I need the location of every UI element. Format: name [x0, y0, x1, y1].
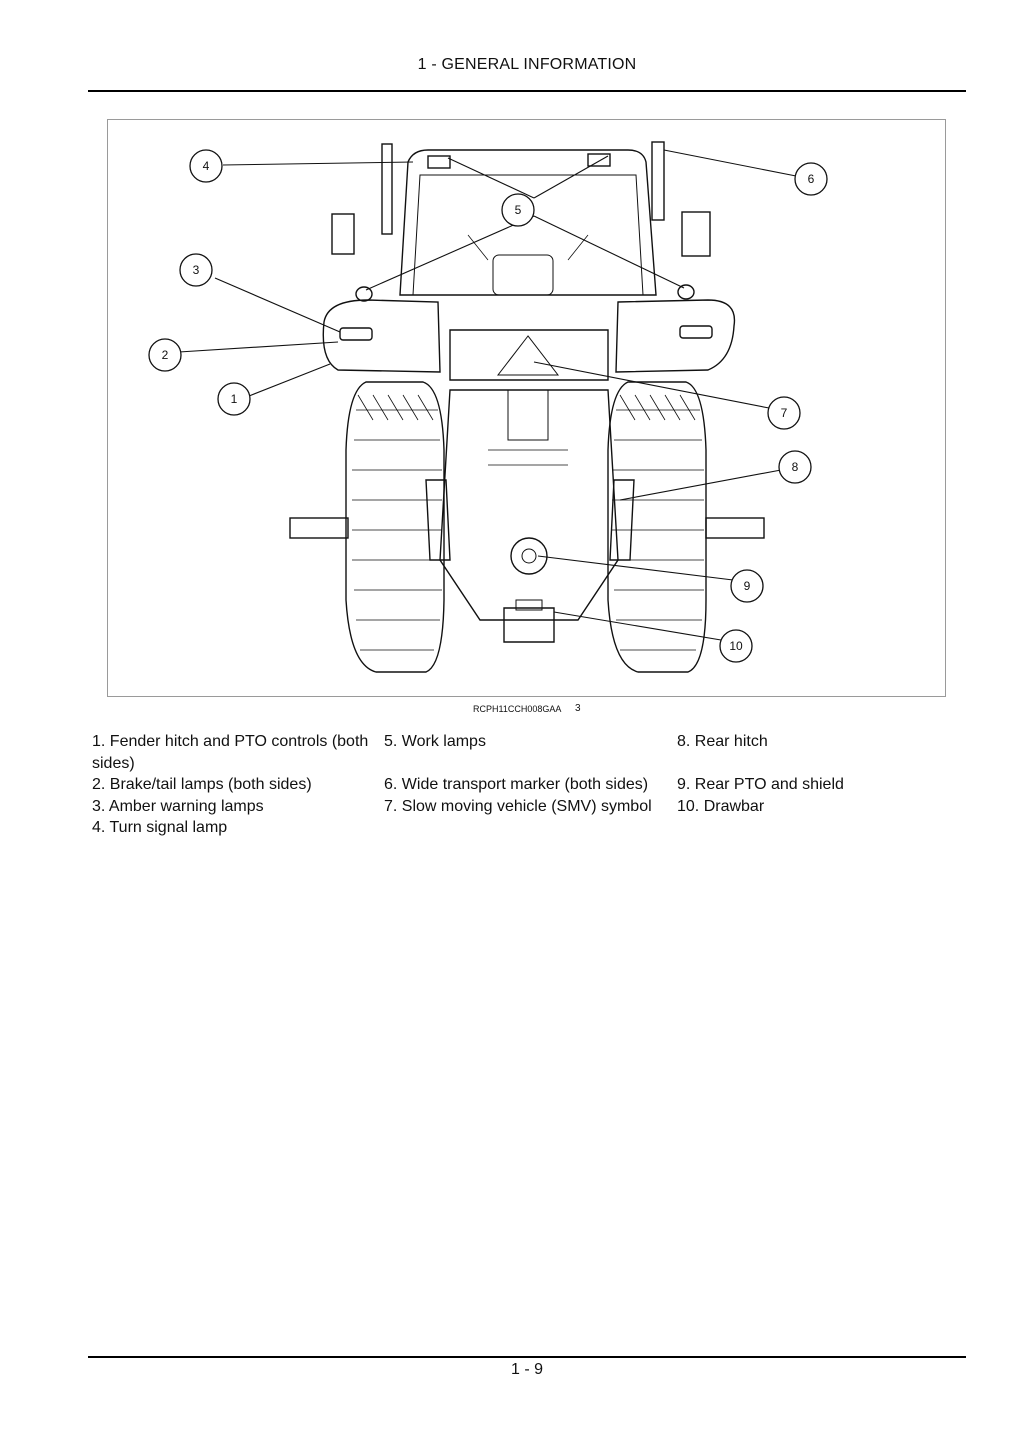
right-mirror — [681, 211, 711, 257]
figure-number: 3 — [575, 703, 581, 714]
callout-4-label: 4 — [203, 159, 210, 173]
cab — [399, 149, 657, 296]
legend-column-2: 5. Work lamps 6. Wide transport marker (… — [384, 731, 684, 817]
callout-5-icon — [501, 193, 535, 227]
callout-5-label: 5 — [515, 203, 522, 217]
legend-item-5: 5. Work lamps — [384, 733, 486, 750]
legend-item-3: 3. Amber warning lamps — [92, 797, 264, 815]
callout-1-label: 1 — [231, 392, 238, 406]
callout-2-label: 2 — [162, 348, 169, 362]
tractor-illustration: 1 2 3 4 5 6 7 8 9 10 — [148, 141, 828, 673]
left-axle-hub — [289, 517, 349, 539]
left-tyre — [345, 381, 445, 673]
legend-column-3: 8. Rear hitch 9. Rear PTO and shield 10.… — [677, 731, 897, 817]
legend-item-9: 9. Rear PTO and shield — [677, 776, 844, 793]
section-title: 1 - GENERAL INFORMATION — [417, 56, 637, 73]
callout-6-icon — [794, 162, 828, 196]
legend-item-1: 1. Fender hitch and PTO controls (both s… — [92, 733, 369, 772]
callout-4-icon — [189, 149, 223, 183]
right-work-lamp — [587, 153, 611, 167]
left-work-lamp — [427, 155, 451, 169]
legend-item-4: 4. Turn signal lamp — [92, 819, 228, 836]
right-fender — [615, 299, 736, 373]
legend-item-8: 8. Rear hitch — [677, 733, 768, 750]
legend-item-7: 7. Slow moving vehicle (SMV) symbol — [384, 797, 652, 815]
right-tail-lamp — [679, 325, 713, 339]
smv-plate — [449, 329, 609, 381]
callout-8-icon — [778, 450, 812, 484]
left-mirror — [331, 213, 355, 255]
callout-10-label: 10 — [729, 639, 743, 653]
callout-7-label: 7 — [781, 406, 788, 420]
page-number: 1 - 9 — [510, 1361, 543, 1378]
rear-housing — [439, 389, 619, 621]
footer-divider — [88, 1356, 966, 1358]
legend-item-10: 10. Drawbar — [677, 797, 765, 815]
legend-column-1: 1. Fender hitch and PTO controls (both s… — [92, 731, 372, 839]
left-tail-lamp — [339, 327, 373, 341]
callout-6-label: 6 — [808, 172, 815, 186]
callout-3-label: 3 — [193, 263, 200, 277]
smv-symbol — [496, 335, 560, 376]
tractor-rear-view-figure: 1 2 3 4 5 6 7 8 9 10 — [107, 119, 946, 697]
right-axle-hub — [705, 517, 765, 539]
transport-marker-post — [651, 141, 665, 221]
left-lift-arm — [425, 479, 451, 561]
left-fender — [322, 299, 441, 373]
right-amber-lamp — [677, 284, 695, 300]
callout-8-label: 8 — [792, 460, 799, 474]
callout-10-icon — [719, 629, 753, 663]
drawbar — [503, 607, 555, 643]
figure-code: RCPH11CCH008GAA — [473, 704, 562, 714]
callout-9-label: 9 — [744, 579, 751, 593]
callout-1-icon — [217, 382, 251, 416]
legend-item-2: 2. Brake/tail lamps (both sides) — [92, 776, 312, 793]
exhaust-stack — [381, 143, 393, 235]
callout-9-icon — [730, 569, 764, 603]
callout-7-icon — [767, 396, 801, 430]
legend-item-6: 6. Wide transport marker (both sides) — [384, 776, 649, 793]
right-lift-arm — [609, 479, 635, 561]
header-divider — [88, 90, 966, 92]
callout-3-icon — [179, 253, 213, 287]
callout-leaders — [178, 149, 797, 641]
rear-pto — [510, 537, 548, 575]
left-amber-lamp — [355, 286, 373, 302]
callout-2-icon — [148, 338, 182, 372]
right-tyre — [607, 381, 707, 673]
